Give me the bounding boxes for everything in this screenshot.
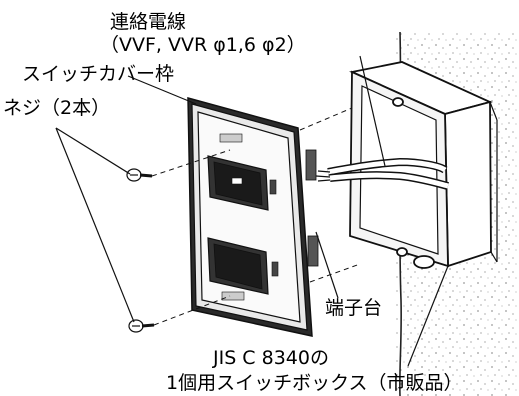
screw-top — [126, 168, 153, 182]
leader-lines — [55, 55, 449, 367]
label-screws: ネジ（2本） — [3, 97, 111, 119]
cable — [315, 157, 449, 190]
switch-cover-frame — [187, 97, 319, 337]
label-box-standard: JIS C 8340の — [213, 347, 329, 369]
label-box-name: 1個用スイッチボックス（市販品） — [166, 372, 463, 394]
switch-box — [349, 61, 498, 269]
label-terminal-block: 端子台 — [325, 297, 383, 319]
alignment-lines — [151, 107, 361, 326]
label-cable-title: 連絡電線 — [110, 11, 187, 33]
screw-bottom — [128, 319, 155, 333]
label-cable-spec: （VVF, VVR φ1,6 φ2） — [100, 34, 306, 56]
label-switch-cover-frame: スイッチカバー枠 — [22, 63, 175, 85]
